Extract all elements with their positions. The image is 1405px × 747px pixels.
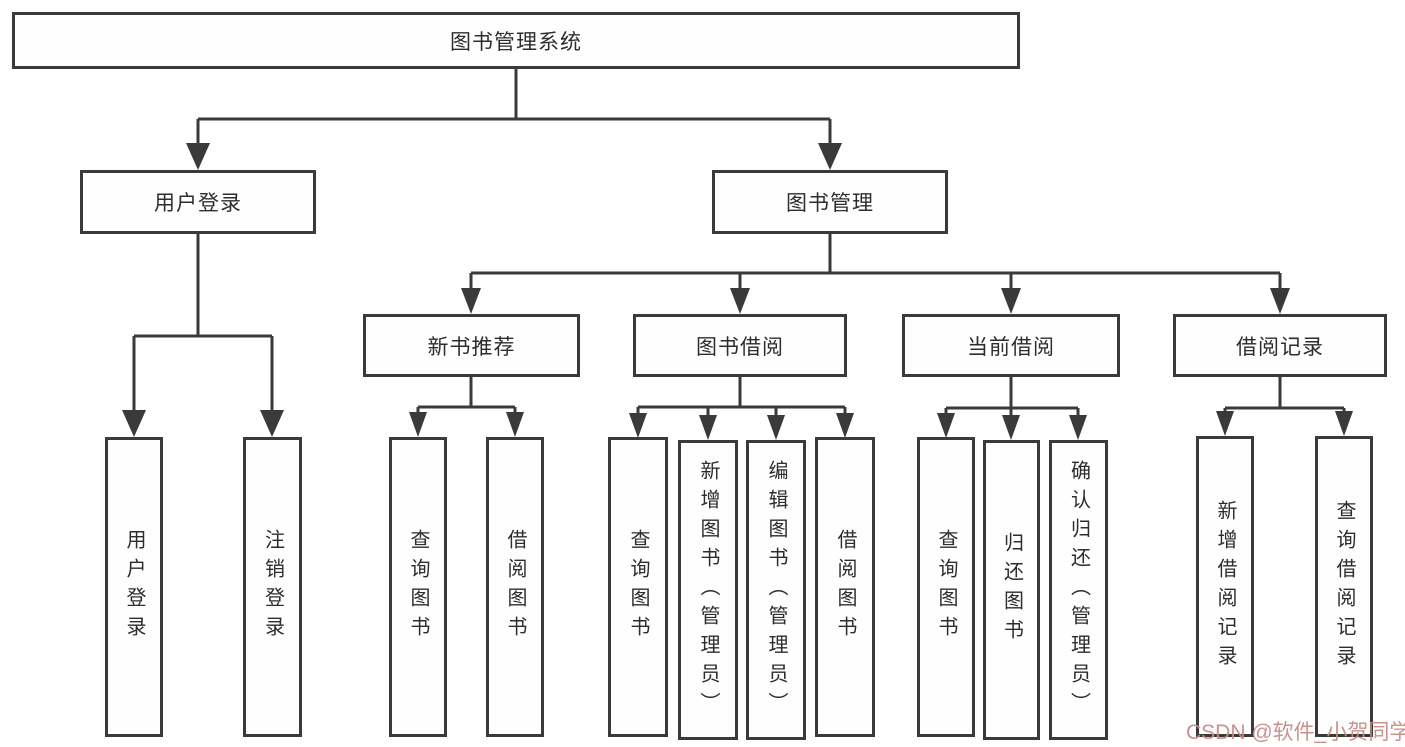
node-label: 查询图书 xyxy=(407,529,429,645)
connector-path xyxy=(132,69,1346,417)
node-label: 新增图书（管理员） xyxy=(697,459,719,721)
node-user-login: 用户登录 xyxy=(80,170,316,234)
node-leaf-add-books-admin: 新增图书（管理员） xyxy=(678,440,738,740)
node-label: 确认归还（管理员） xyxy=(1067,459,1090,721)
node-label: 图书管理系统 xyxy=(450,30,582,54)
node-leaf-borrow-books-recommend: 借阅图书 xyxy=(486,437,544,737)
node-label: 当前借阅 xyxy=(967,335,1055,359)
node-label: 查询图书 xyxy=(935,529,957,645)
arrowheads xyxy=(122,143,1353,440)
node-label: 归还图书 xyxy=(1000,532,1023,648)
node-book-borrowing: 图书借阅 xyxy=(633,314,847,377)
node-label: 借阅图书 xyxy=(504,529,526,645)
node-label: 用户登录 xyxy=(123,529,145,645)
node-label: 新书推荐 xyxy=(427,335,516,359)
node-leaf-logout: 注销登录 xyxy=(243,437,302,737)
node-label: 用户登录 xyxy=(154,192,242,215)
node-label: 借阅图书 xyxy=(834,529,856,645)
node-book-management: 图书管理 xyxy=(712,170,948,234)
node-label: 查询图书 xyxy=(627,529,649,645)
node-label: 借阅记录 xyxy=(1236,335,1324,359)
node-label: 查询借阅记录 xyxy=(1333,499,1355,674)
node-leaf-user-login: 用户登录 xyxy=(105,437,163,737)
node-label: 图书管理 xyxy=(786,192,874,215)
node-leaf-query-borrow-record: 查询借阅记录 xyxy=(1315,436,1373,737)
node-label: 编辑图书（管理员） xyxy=(765,459,787,721)
node-leaf-confirm-return-admin: 确认归还（管理员） xyxy=(1049,440,1108,740)
node-borrowing-records: 借阅记录 xyxy=(1173,314,1387,377)
node-leaf-borrow-books-borrowing: 借阅图书 xyxy=(815,437,875,737)
node-new-book-recommend: 新书推荐 xyxy=(363,314,580,377)
node-label: 图书借阅 xyxy=(696,335,784,359)
csdn-watermark: CSDN @软件_小贺同学 xyxy=(1186,721,1405,744)
node-leaf-add-borrow-record: 新增借阅记录 xyxy=(1196,436,1254,737)
node-current-borrowing: 当前借阅 xyxy=(902,314,1120,377)
node-leaf-edit-books-admin: 编辑图书（管理员） xyxy=(746,440,806,740)
node-leaf-query-books-recommend: 查询图书 xyxy=(389,437,447,737)
node-label: 新增借阅记录 xyxy=(1214,499,1236,674)
node-leaf-return-books: 归还图书 xyxy=(983,440,1040,740)
node-leaf-query-books-borrowing: 查询图书 xyxy=(608,437,668,737)
node-book-management-system: 图书管理系统 xyxy=(12,12,1020,69)
node-leaf-query-books-current: 查询图书 xyxy=(917,437,975,737)
node-label: 注销登录 xyxy=(261,529,284,645)
